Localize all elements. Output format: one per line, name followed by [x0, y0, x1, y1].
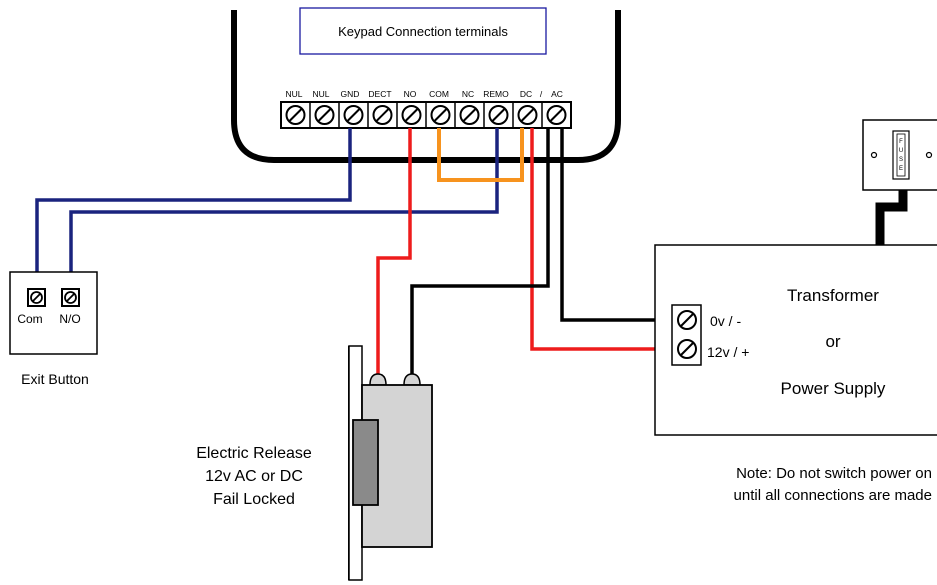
terminal-screw-remo: [483, 102, 509, 128]
psu-terminal-0v-label: 0v / -: [710, 313, 741, 329]
exit-terminal-com-label: Com: [17, 312, 42, 326]
wire-no-to-release: [376, 128, 412, 378]
note-line1: Note: Do not switch power on: [736, 465, 932, 482]
release-label-line3: Fail Locked: [213, 491, 295, 508]
terminal-screw-dect: [367, 102, 393, 128]
psu-title-line3: Power Supply: [781, 379, 886, 398]
release-body: [361, 384, 433, 548]
keypad-housing: [231, 10, 621, 163]
keypad-title-box: [299, 7, 547, 55]
power-supply-box: [654, 244, 937, 436]
fuse-letter-f: F: [899, 139, 903, 145]
terminal-screw-nc: [454, 102, 480, 128]
terminal-screw-com: [425, 102, 451, 128]
terminal-label-nul-2: NUL: [312, 89, 329, 99]
terminal-label-nul-1: NUL: [285, 89, 302, 99]
terminal-screw-dc: [512, 102, 538, 128]
release-terminal-left: [369, 373, 387, 386]
terminal-label-com: COM: [429, 89, 449, 99]
release-bolt: [352, 419, 379, 506]
release-label-line2: 12v AC or DC: [205, 468, 303, 485]
fuse-letter-e: E: [899, 166, 903, 172]
mains-cable: [875, 190, 908, 245]
wire-com-dc-link: [437, 128, 524, 182]
exit-button-caption: Exit Button: [21, 371, 89, 387]
fuse-cartridge: [896, 133, 906, 177]
fuse-letter-u: U: [899, 148, 903, 154]
terminal-label-gnd: GND: [341, 89, 360, 99]
psu-terminal-12v-label: 12v / +: [707, 344, 749, 360]
wire-remo-to-exit-no: [69, 128, 499, 292]
fuse-letter-s: S: [899, 157, 903, 163]
terminal-label-nc: NC: [462, 89, 474, 99]
terminal-screw-gnd: [338, 102, 364, 128]
note-line2: until all connections are made: [734, 487, 932, 504]
terminal-label-dect: DECT: [368, 89, 391, 99]
terminal-label-dc: DC: [520, 89, 532, 99]
psu-terminal-0v: [677, 310, 697, 330]
terminal-label-ac: AC: [551, 89, 563, 99]
wire-gnd-to-exit-com: [35, 128, 352, 292]
terminal-screw-nul-1: [285, 105, 306, 125]
psu-terminal-12v: [677, 339, 697, 359]
exit-terminal-com: [27, 288, 46, 307]
exit-terminal-no-label: N/O: [59, 312, 80, 326]
fuse-spur-screw-left: [870, 151, 878, 159]
wire-ac-to-psu-0v: [560, 128, 672, 322]
terminal-screw-no: [396, 102, 422, 128]
terminal-screw-nul-2: [309, 102, 335, 128]
release-terminal-right: [403, 373, 421, 386]
terminal-label-remo: REMO: [483, 89, 509, 99]
exit-button-box: [9, 271, 98, 355]
keypad-title: Keypad Connection terminals: [338, 24, 508, 39]
fuse-spur-screw-right: [925, 151, 933, 159]
psu-title-line1: Transformer: [787, 286, 879, 305]
terminal-label-no: NO: [404, 89, 417, 99]
wire-dc-to-psu-12v: [530, 128, 672, 351]
release-label-line1: Electric Release: [196, 445, 312, 462]
psu-title-line2: or: [825, 332, 840, 351]
terminal-label-slash: /: [540, 89, 543, 99]
exit-terminal-no: [61, 288, 80, 307]
wire-ac-to-release: [410, 128, 550, 378]
terminal-screw-ac: [541, 102, 567, 128]
